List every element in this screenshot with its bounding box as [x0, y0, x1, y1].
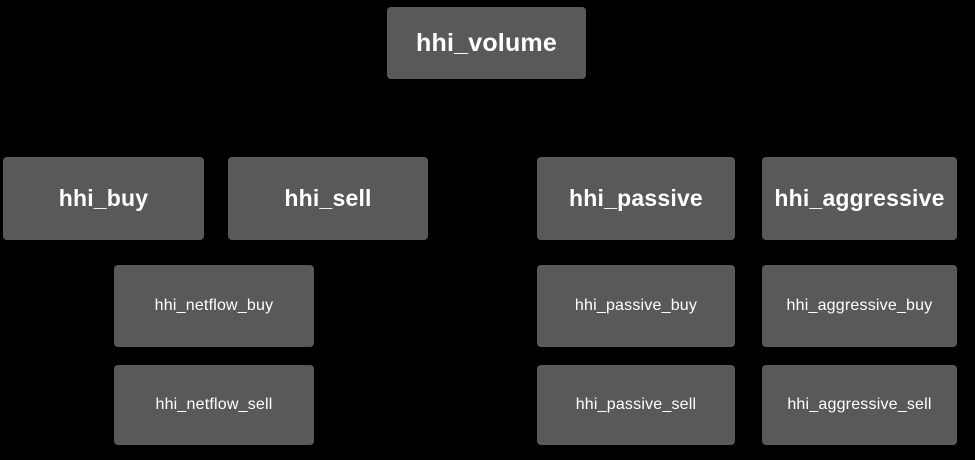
node-label: hhi_aggressive_buy — [786, 296, 933, 314]
node-label: hhi_netflow_sell — [155, 395, 273, 413]
node-hhi_buy[interactable]: hhi_buy — [3, 157, 204, 240]
node-label: hhi_volume — [416, 28, 557, 57]
node-hhi_volume[interactable]: hhi_volume — [387, 7, 586, 79]
node-label: hhi_aggressive_sell — [787, 395, 932, 413]
node-label: hhi_buy — [58, 185, 149, 212]
node-label: hhi_passive_buy — [574, 296, 698, 314]
node-hhi_sell[interactable]: hhi_sell — [228, 157, 428, 240]
node-hhi_aggressive_buy[interactable]: hhi_aggressive_buy — [762, 265, 957, 347]
node-hhi_passive_buy[interactable]: hhi_passive_buy — [537, 265, 735, 347]
node-label: hhi_sell — [284, 185, 372, 212]
node-label: hhi_aggressive — [774, 185, 945, 212]
node-hhi_passive_sell[interactable]: hhi_passive_sell — [537, 365, 735, 445]
node-hhi_passive[interactable]: hhi_passive — [537, 157, 735, 240]
node-label: hhi_passive — [569, 185, 703, 212]
node-hhi_netflow_buy[interactable]: hhi_netflow_buy — [114, 265, 314, 347]
node-label: hhi_netflow_buy — [154, 296, 274, 314]
node-hhi_aggressive[interactable]: hhi_aggressive — [762, 157, 957, 240]
node-hhi_netflow_sell[interactable]: hhi_netflow_sell — [114, 365, 314, 445]
node-label: hhi_passive_sell — [575, 395, 697, 413]
node-hhi_aggressive_sell[interactable]: hhi_aggressive_sell — [762, 365, 957, 445]
